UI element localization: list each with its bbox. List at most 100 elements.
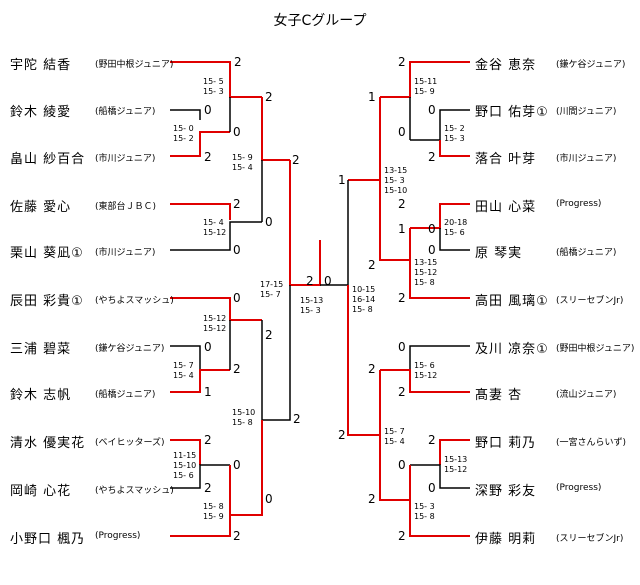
set-scores: 15-10 15- 8: [232, 408, 256, 427]
bracket-line: [170, 221, 262, 251]
bracket-line: [410, 464, 470, 489]
match-score: 0: [428, 222, 436, 236]
left-player-club: (やちよスマッシュ): [95, 486, 174, 496]
match-score: 0: [428, 243, 436, 257]
left-player-name: 小野口 楓乃: [10, 532, 86, 547]
bracket-line: [439, 228, 470, 251]
bracket-line: [410, 203, 470, 229]
left-player-name: 辰田 彩貴①: [10, 294, 84, 309]
match-score: 2: [204, 433, 212, 447]
match-score: 2: [368, 258, 376, 272]
match-score: 0: [398, 125, 406, 139]
match-score: 2: [368, 492, 376, 506]
left-player-club: (鎌ケ谷ジュニア): [95, 344, 165, 354]
match-score: 2: [306, 274, 314, 288]
left-player-name: 佐藤 愛心: [10, 200, 72, 215]
right-player-club: (流山ジュニア): [556, 390, 617, 400]
set-scores: 13-15 15- 3 15-10: [384, 166, 408, 195]
match-score: 1: [368, 90, 376, 104]
bracket-line: [170, 369, 230, 393]
match-score: 2: [398, 55, 406, 69]
right-player-name: 及川 凉奈①: [475, 342, 549, 357]
bracket-line: [409, 345, 470, 370]
left-player-name: 畠山 紗百合: [10, 152, 86, 167]
left-player-club: (市川ジュニア): [95, 248, 156, 258]
match-score: 2: [265, 90, 273, 104]
match-score: 0: [428, 481, 436, 495]
match-score: 2: [398, 291, 406, 305]
bracket-line: [320, 180, 349, 286]
match-score: 2: [204, 150, 212, 164]
match-score: 2: [398, 529, 406, 543]
bracket-line: [439, 140, 470, 157]
right-player-name: 野口 莉乃: [475, 436, 537, 451]
right-player-club: (スリーセブンJr): [556, 534, 624, 544]
set-scores: 13-15 15-12 15- 8: [414, 258, 438, 287]
match-score: 0: [204, 103, 212, 117]
match-score: 2: [428, 433, 436, 447]
set-scores: 15- 3 15- 8: [414, 502, 435, 521]
right-player-name: 落合 叶芽: [475, 152, 537, 167]
left-player-name: 三浦 碧菜: [10, 342, 72, 357]
match-score: 2: [233, 529, 241, 543]
left-player-club: (市川ジュニア): [95, 154, 156, 164]
bracket-line: [261, 97, 290, 161]
bracket-line: [289, 160, 321, 286]
match-score: 1: [338, 173, 346, 187]
right-player-name: 髙妻 杏: [475, 388, 523, 403]
match-score: 2: [398, 385, 406, 399]
left-player-club: (東部台ＪＢＣ): [95, 202, 157, 212]
bracket-line: [439, 439, 470, 465]
match-score: 0: [233, 243, 241, 257]
set-scores: 15- 7 15- 4: [173, 361, 194, 380]
right-player-club: (一宮さんらいず): [556, 438, 627, 448]
set-scores: 10-15 16-14 15- 8: [352, 285, 376, 314]
match-score: 0: [233, 458, 241, 472]
left-player-name: 鈴木 志帆: [10, 388, 72, 403]
bracket-line: [410, 109, 470, 141]
left-player-club: (ベイヒッターズ): [95, 438, 165, 448]
match-score: 0: [398, 458, 406, 472]
bracket-line: [170, 297, 262, 321]
bracket-line: [379, 370, 410, 501]
match-score: 2: [233, 197, 241, 211]
bracket-line: [170, 61, 262, 98]
left-player-name: 鈴木 綾愛: [10, 105, 72, 120]
left-player-club: (船橋ジュニア): [95, 107, 156, 117]
left-player-name: 宇陀 結香: [10, 58, 72, 73]
left-player-name: 岡崎 心花: [10, 484, 72, 499]
bracket-line: [409, 465, 470, 537]
bracket-line: [170, 439, 201, 465]
right-player-club: (Progress): [556, 199, 602, 209]
right-player-club: (市川ジュニア): [556, 154, 617, 164]
match-score: 2: [338, 428, 346, 442]
bracket-line: [170, 203, 231, 220]
match-score: 2: [368, 362, 376, 376]
match-score: 0: [324, 274, 332, 288]
right-player-club: (野田中根ジュニア): [556, 344, 635, 354]
match-score: 2: [398, 197, 406, 211]
left-player-name: 栗山 葵凪①: [10, 246, 84, 261]
match-score: 0: [204, 340, 212, 354]
set-scores: 15- 6 15-12: [414, 361, 438, 380]
left-player-club: (やちよスマッシュ): [95, 296, 174, 306]
match-score: 2: [265, 328, 273, 342]
left-player-name: 清水 優実花: [10, 436, 86, 451]
match-score: 0: [265, 215, 273, 229]
match-score: 0: [265, 492, 273, 506]
right-player-name: 田山 心菜: [475, 200, 537, 215]
set-scores: 15- 9 15- 4: [232, 153, 253, 172]
set-scores: 11-15 15-10 15- 6: [173, 451, 197, 480]
match-score: 2: [293, 412, 301, 426]
match-score: 0: [398, 340, 406, 354]
bracket-line: [379, 180, 410, 261]
right-player-name: 伊藤 明莉: [475, 532, 537, 547]
bracket-line: [170, 131, 230, 157]
bracket-line: [347, 285, 380, 436]
right-player-club: (Progress): [556, 483, 602, 493]
right-player-club: (川間ジュニア): [556, 107, 617, 117]
set-scores: 15- 7 15- 4: [384, 427, 405, 446]
match-score: 2: [233, 362, 241, 376]
bracket-line: [348, 97, 381, 181]
bracket-line: [170, 109, 201, 120]
